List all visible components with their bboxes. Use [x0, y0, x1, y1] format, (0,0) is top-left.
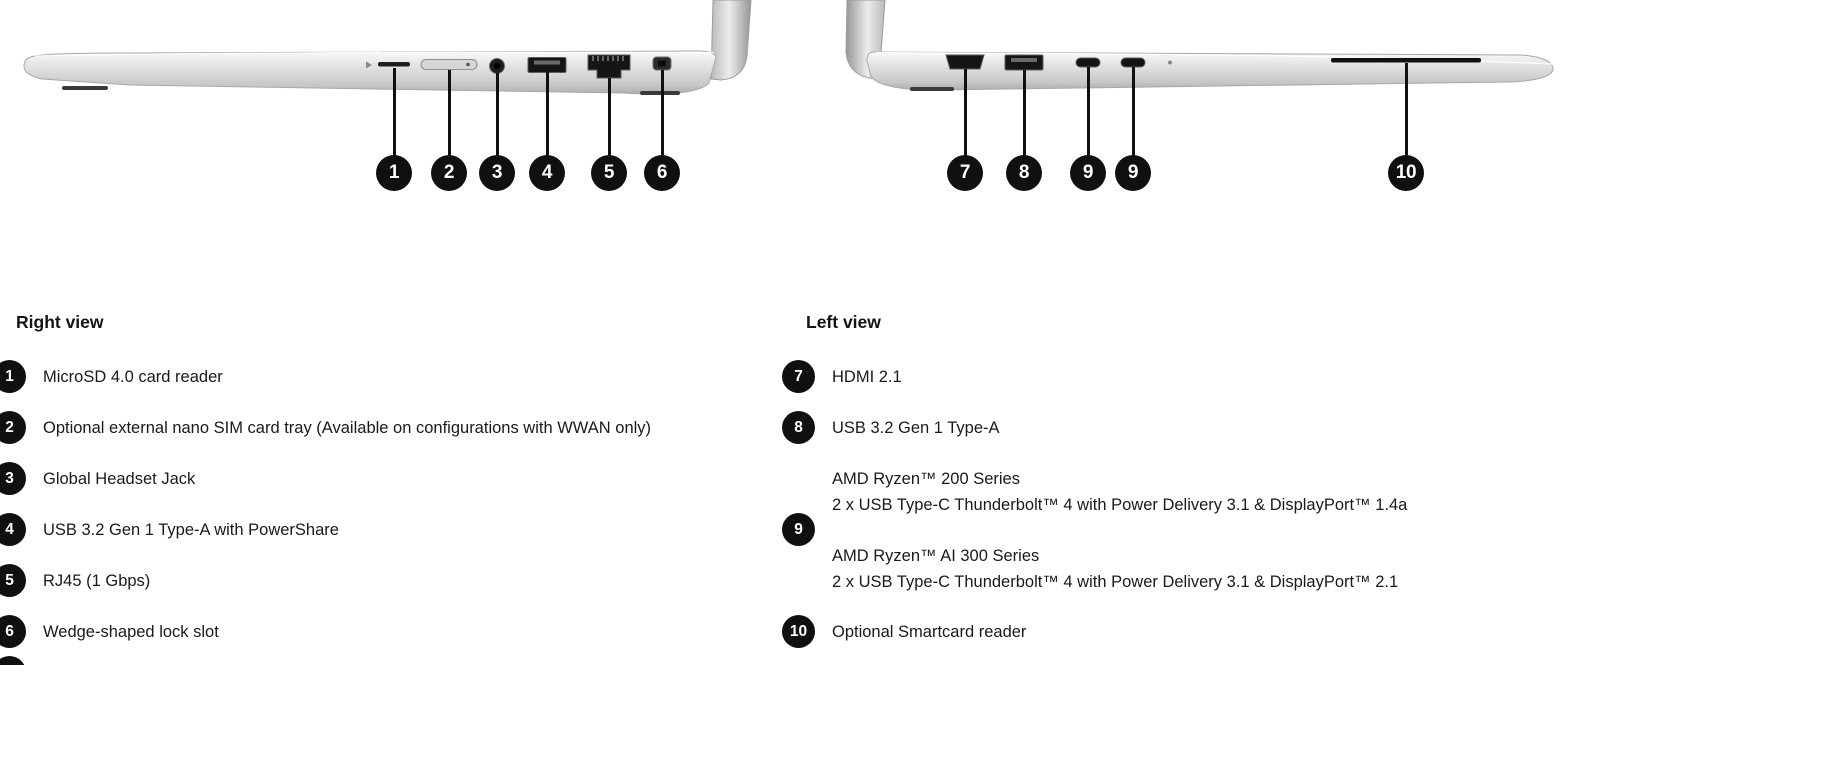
partial-badge-circle	[0, 656, 26, 665]
callout-line-5	[607, 78, 611, 157]
legend-badge-5: 5	[0, 564, 26, 597]
power-led	[1168, 60, 1172, 65]
microsd-slot	[378, 62, 410, 67]
legend-line: AMD Ryzen™ 200 Series	[832, 470, 1020, 488]
callout-line-2	[447, 70, 451, 157]
legend-item-6-text: Wedge-shaped lock slot	[43, 623, 219, 641]
legend-item-2-text: Optional external nano SIM card tray (Av…	[43, 419, 652, 437]
laptop-left-side-illustration	[845, 0, 1554, 91]
callout-line-9a	[1086, 67, 1090, 157]
left-view-heading: Left view	[806, 312, 881, 332]
callout-line-6	[660, 70, 664, 157]
legend-badge-1: 1	[0, 360, 26, 393]
sim-eject-marker	[366, 61, 372, 69]
sim-tray	[420, 59, 478, 70]
legend-item-9-group-2: AMD Ryzen™ AI 300 Series 2 x USB Type-C …	[832, 543, 1407, 595]
legend-badge-7: 7	[782, 360, 815, 393]
laptop-right-side-illustration	[23, 0, 752, 95]
legend-badge-2: 2	[0, 411, 26, 444]
usb-a-port	[527, 57, 567, 73]
right-view-heading: Right view	[16, 312, 104, 332]
usb-a-port	[1004, 54, 1044, 71]
legend-item-7-text: HDMI 2.1	[832, 368, 902, 386]
legend-item-5-text: RJ45 (1 Gbps)	[43, 572, 151, 590]
callout-line-1	[392, 68, 396, 157]
callout-8: 8	[1006, 155, 1042, 191]
right-side-ports	[366, 54, 672, 79]
usb-c-port-1	[1075, 57, 1101, 68]
legend-item-9-text: AMD Ryzen™ 200 Series 2 x USB Type-C Thu…	[832, 466, 1407, 595]
hdmi-port	[945, 54, 985, 70]
callout-9a: 9	[1070, 155, 1106, 191]
legend-item-3-text: Global Headset Jack	[43, 470, 196, 488]
legend-badge-4: 4	[0, 513, 26, 546]
legend-item-1-text: MicroSD 4.0 card reader	[43, 368, 223, 386]
callout-line-10	[1404, 63, 1408, 157]
legend-badge-8: 8	[782, 411, 815, 444]
callout-line-7	[963, 69, 967, 157]
legend-line: 2 x USB Type-C Thunderbolt™ 4 with Power…	[832, 496, 1408, 514]
callout-7: 7	[947, 155, 983, 191]
legend-line: AMD Ryzen™ AI 300 Series	[832, 547, 1040, 565]
callout-line-4	[545, 72, 549, 157]
legend-item-10-text: Optional Smartcard reader	[832, 623, 1027, 641]
legend-badge-10: 10	[782, 615, 815, 648]
callout-4: 4	[529, 155, 565, 191]
legend-badge-3: 3	[0, 462, 26, 495]
usb-c-port-2	[1120, 57, 1146, 68]
callout-3: 3	[479, 155, 515, 191]
callout-1: 1	[376, 155, 412, 191]
callout-9b: 9	[1115, 155, 1151, 191]
legend-item-8-text: USB 3.2 Gen 1 Type-A	[832, 419, 1000, 437]
rj45-port	[587, 54, 631, 79]
callout-line-9b	[1131, 67, 1135, 157]
legend-line: 2 x USB Type-C Thunderbolt™ 4 with Power…	[832, 573, 1399, 591]
laptop-lid	[710, 0, 752, 81]
callout-5: 5	[591, 155, 627, 191]
callout-line-8	[1022, 70, 1026, 157]
callout-10: 10	[1388, 155, 1424, 191]
left-side-ports	[945, 54, 1481, 71]
smartcard-slot	[1331, 58, 1481, 63]
legend-badge-6: 6	[0, 615, 26, 648]
legend-item-9-group-1: AMD Ryzen™ 200 Series 2 x USB Type-C Thu…	[832, 466, 1407, 518]
legend-badge-9: 9	[782, 513, 815, 546]
lock-slot	[652, 56, 672, 71]
headset-jack	[489, 58, 505, 74]
callout-line-3	[495, 73, 499, 157]
callout-6: 6	[644, 155, 680, 191]
callout-2: 2	[431, 155, 467, 191]
legend-item-4-text: USB 3.2 Gen 1 Type-A with PowerShare	[43, 521, 339, 539]
partial-badge	[0, 656, 28, 665]
